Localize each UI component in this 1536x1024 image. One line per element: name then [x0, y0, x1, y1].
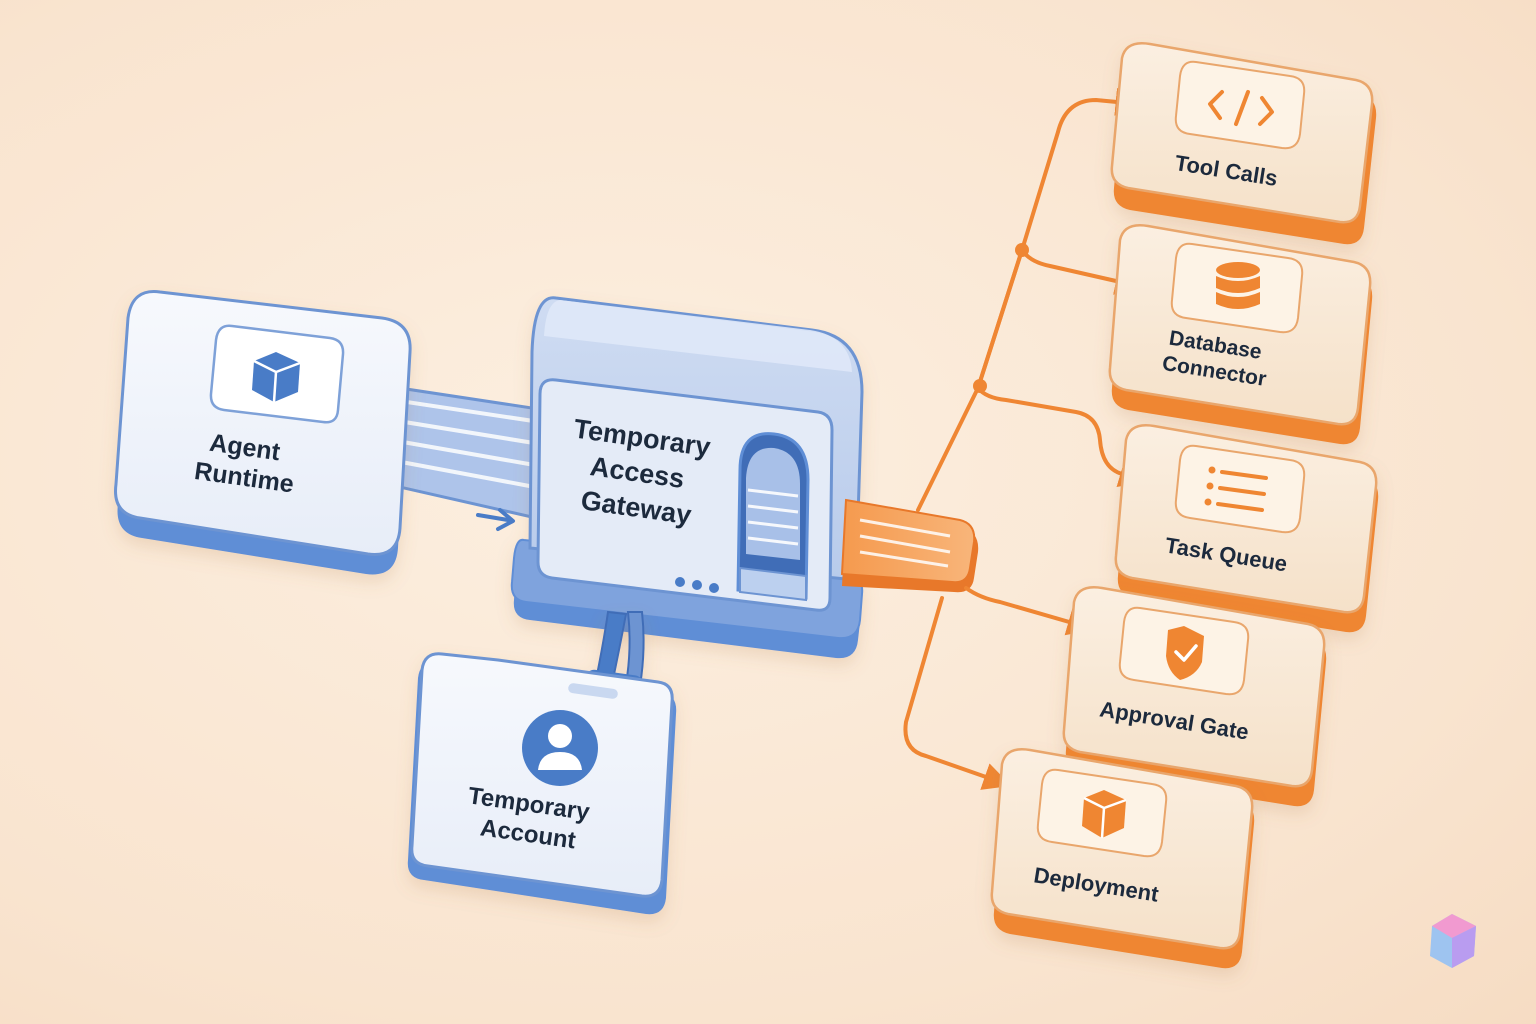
junction-dot — [1015, 243, 1029, 257]
database-connector-card: Database Connector — [1108, 224, 1373, 445]
agent-runtime-card: Agent Runtime — [114, 290, 412, 575]
route-tool-calls — [916, 87, 1144, 512]
junction-dot — [973, 379, 987, 393]
route-task-queue — [976, 386, 1148, 487]
code-icon — [1174, 60, 1306, 150]
route-deployment — [903, 596, 1012, 790]
gateway-output-tab — [840, 498, 979, 593]
user-icon — [522, 710, 598, 786]
temporary-access-gateway: Temporary Access Gateway — [510, 296, 864, 659]
cube-icon — [209, 324, 345, 424]
brand-logo-icon — [1430, 914, 1476, 968]
gateway-slot — [736, 432, 810, 602]
temporary-account-badge: Temporary Account — [407, 610, 677, 915]
tool-calls-card: Tool Calls — [1110, 42, 1377, 245]
task-queue-card: Task Queue — [1114, 424, 1379, 633]
route-approval-gate — [964, 586, 1096, 636]
input-arrow-icon — [476, 508, 515, 531]
approval-gate-card: Approval Gate — [1062, 586, 1327, 807]
status-dots-icon — [675, 577, 719, 593]
list-icon — [1174, 444, 1306, 534]
shield-check-icon — [1118, 606, 1250, 696]
cube-icon — [1036, 768, 1168, 858]
database-icon — [1170, 242, 1304, 334]
routing-lines — [903, 87, 1148, 790]
deployment-card: Deployment — [990, 748, 1255, 969]
